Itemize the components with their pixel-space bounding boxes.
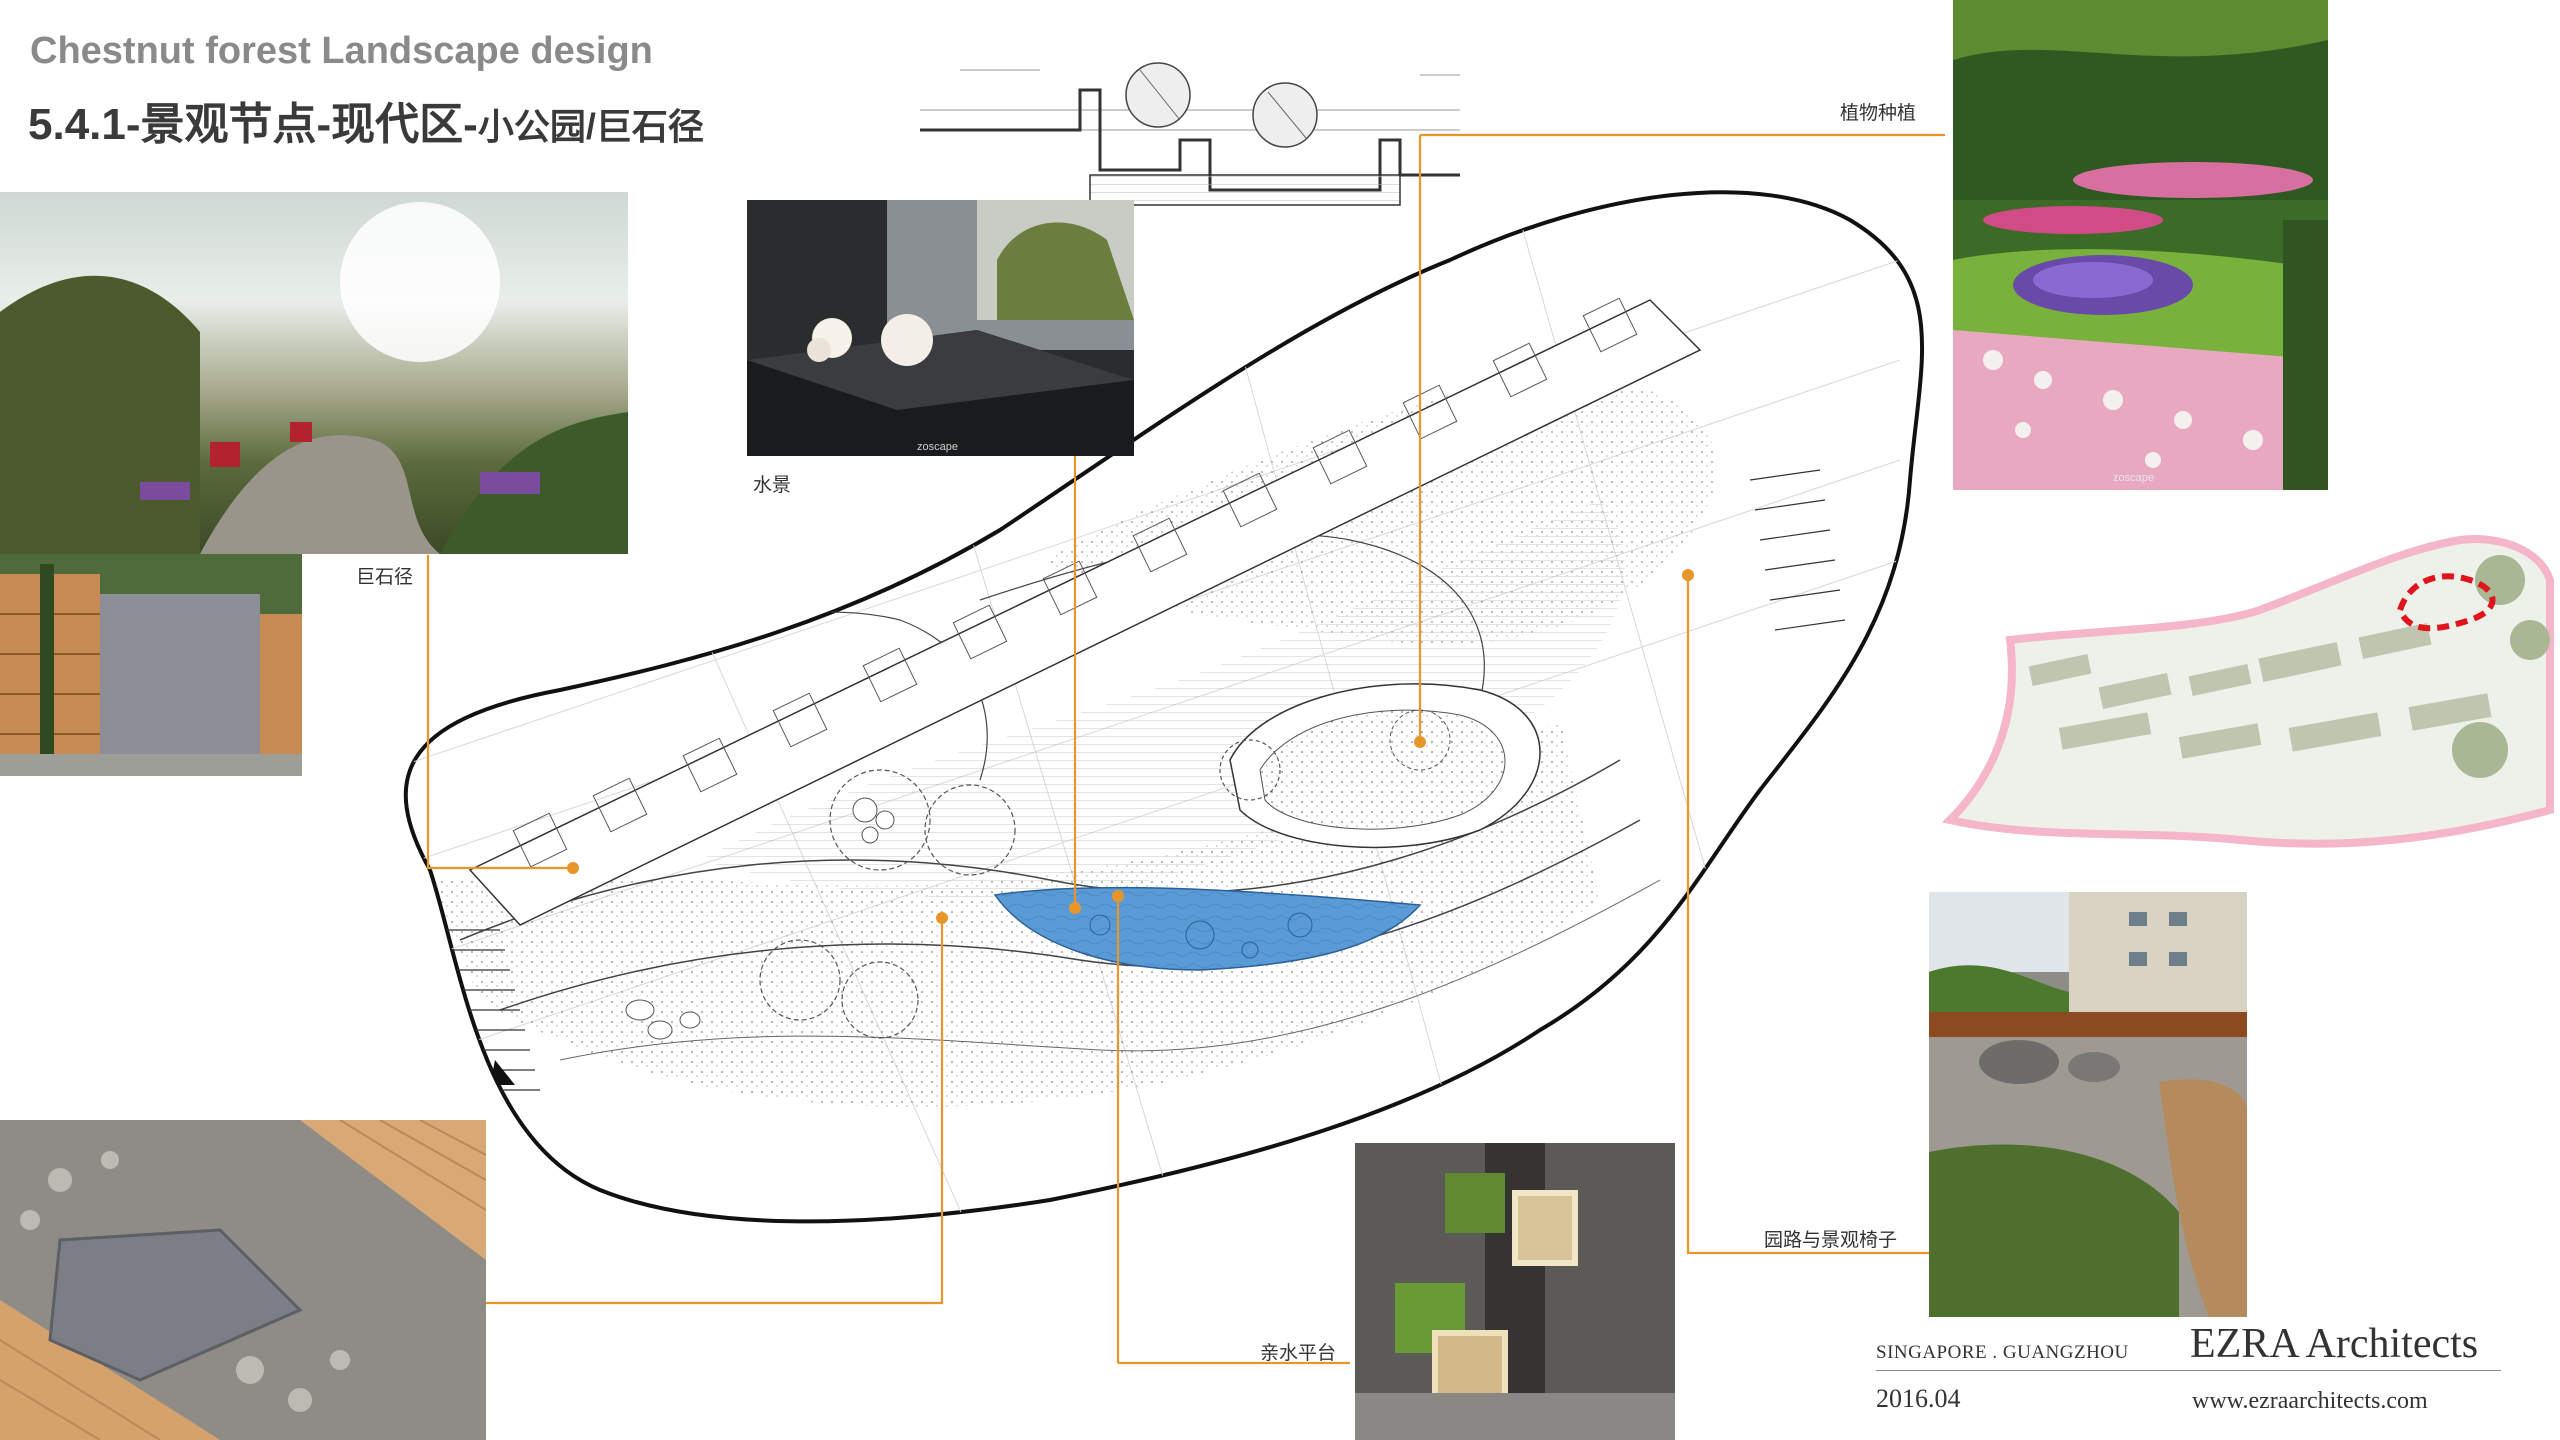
footer-firm-name: EZRA Architects <box>2190 1321 2479 1367</box>
photo-gabion-wall <box>0 554 302 776</box>
footer-location: SINGAPORE . GUANGZHOU <box>1876 1342 2129 1363</box>
footer-divider <box>1876 1370 2501 1371</box>
label-planting: 植物种植 <box>1840 102 1917 124</box>
title-english: Chestnut forest Landscape design <box>30 30 653 72</box>
footer-website[interactable]: www.ezraarchitects.com <box>2192 1388 2428 1414</box>
title-chinese-main: 5.4.1-景观节点-现代区- <box>28 100 478 149</box>
label-water-feature: 水景 <box>753 474 792 496</box>
photo-path-bench <box>1929 892 2247 1317</box>
title-chinese-sub: 小公园/巨石径 <box>477 106 704 147</box>
photo-stepping-stone-deck <box>0 1120 486 1440</box>
photo-boulder-path-render <box>0 192 628 554</box>
watermark-planting: zoscape <box>2113 472 2154 484</box>
label-boulder-path: 巨石径 <box>356 566 414 588</box>
photo-water-feature: zoscape <box>747 200 1134 456</box>
key-plan-aerial <box>1942 535 2554 848</box>
section-detail <box>920 62 1460 206</box>
photo-planting: zoscape <box>1953 0 2328 490</box>
watermark-water-feature: zoscape <box>917 441 958 453</box>
title-chinese: 5.4.1-景观节点-现代区-小公园/巨石径 <box>28 88 704 152</box>
photo-water-platform <box>1355 1143 1675 1440</box>
footer-date: 2016.04 <box>1876 1384 1961 1413</box>
label-path-bench: 园路与景观椅子 <box>1764 1229 1898 1251</box>
label-water-platform: 亲水平台 <box>1260 1342 1337 1364</box>
